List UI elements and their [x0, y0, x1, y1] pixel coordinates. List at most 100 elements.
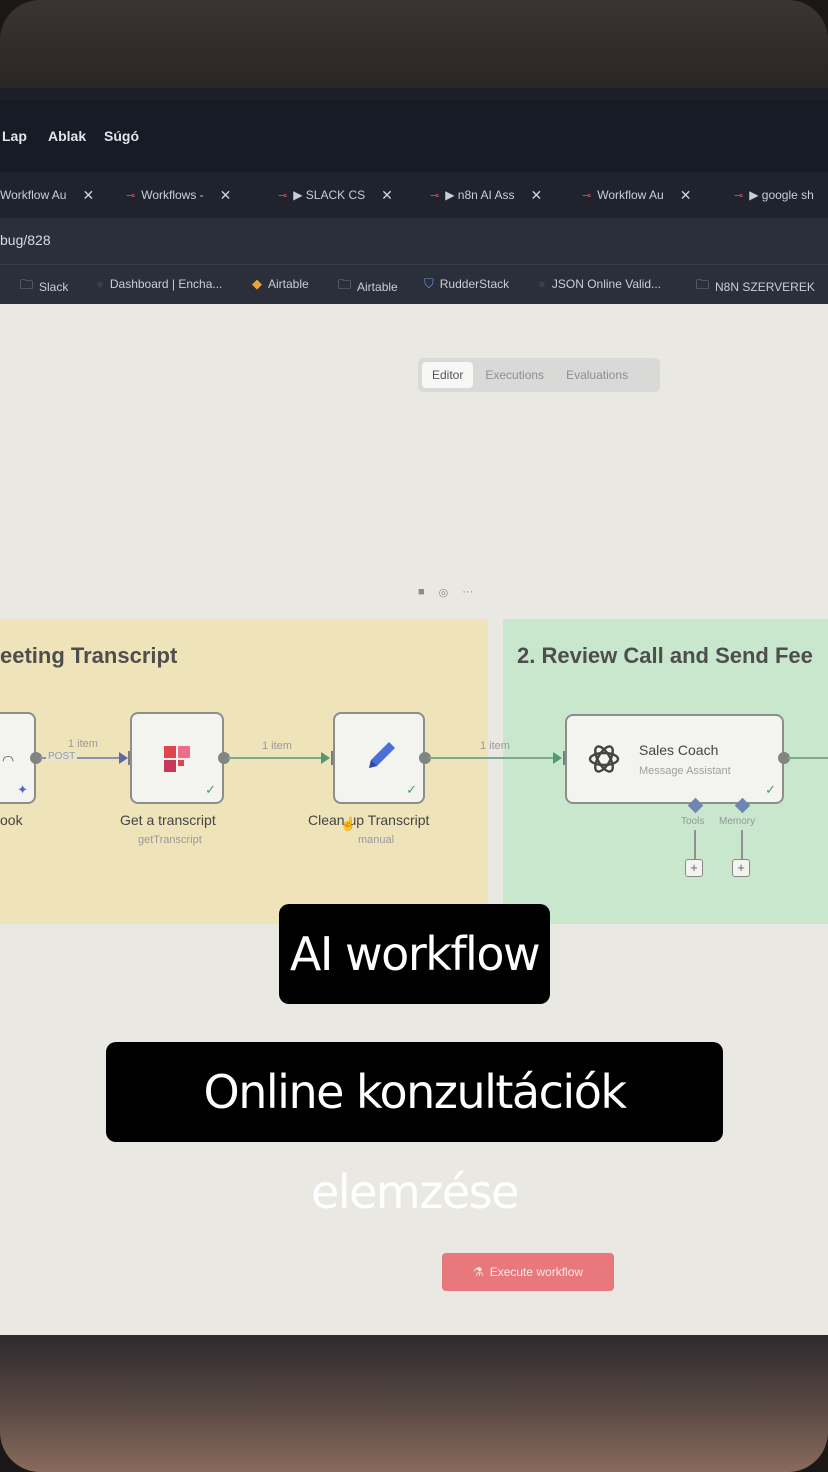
- output-handle[interactable]: [30, 752, 42, 764]
- tab-label: ▶ n8n AI Ass: [445, 188, 515, 202]
- sticky-title: eeting Transcript: [0, 643, 178, 668]
- connection-line: [429, 757, 557, 759]
- node-subtitle: Message Assistant: [639, 765, 731, 777]
- arrow-head: [119, 752, 128, 764]
- node-label: Get a transcript: [120, 812, 216, 828]
- browser-tab[interactable]: ⊸ Workflow Au ✕: [582, 182, 691, 208]
- airtable-icon: ◆: [252, 276, 262, 291]
- globe-icon: ●: [538, 276, 546, 291]
- bookmark-item[interactable]: 🗀 Slack: [20, 276, 68, 298]
- folder-icon: 🗀: [20, 277, 34, 292]
- url-text: bug/828: [0, 232, 51, 248]
- n8n-icon: ⊸: [734, 189, 744, 202]
- browser-tab[interactable]: ⊸ ▶ google sh: [734, 182, 814, 208]
- close-icon[interactable]: ✕: [530, 186, 543, 203]
- connection-item-count: 1 item: [480, 740, 510, 752]
- connection-line: [40, 757, 126, 759]
- node-subtitle: manual: [358, 834, 395, 846]
- bookmark-item[interactable]: ● JSON Online Valid...: [538, 276, 661, 291]
- bookmark-item[interactable]: ◆ Airtable: [252, 276, 309, 292]
- sticky-toolbar: ■ ◎ ···: [418, 586, 473, 599]
- memory-label: Memory: [719, 816, 756, 827]
- port-line: [741, 830, 743, 860]
- node-label: Clean up Transcript: [308, 812, 430, 828]
- bookmark-label: N8N SZERVEREK: [715, 280, 815, 294]
- bookmark-label: Slack: [39, 280, 69, 294]
- bookmark-item[interactable]: 🗀 Airtable: [338, 276, 398, 298]
- connection-line: [228, 757, 326, 759]
- arrow-head: [553, 752, 562, 764]
- tools-label: Tools: [681, 816, 705, 827]
- connection-line: [788, 757, 828, 759]
- fireflies-icon: [164, 746, 190, 772]
- add-tool-button[interactable]: +: [685, 859, 703, 877]
- tab-label: ▶ google sh: [749, 188, 814, 202]
- cursor-hand-icon: ☝: [340, 816, 357, 831]
- menu-item-lap[interactable]: Lap: [2, 128, 27, 144]
- tab-editor[interactable]: Editor: [422, 362, 474, 388]
- tab-executions[interactable]: Executions: [485, 368, 545, 382]
- menu-item-sugo[interactable]: Súgó: [104, 128, 139, 144]
- connection-item-count: 1 item: [68, 738, 98, 750]
- n8n-icon: ⊸: [126, 189, 136, 202]
- arrow-head: [321, 752, 330, 764]
- bookmark-label: Airtable: [357, 280, 398, 294]
- cleanup-transcript-node[interactable]: ✓: [333, 712, 425, 804]
- bookmark-label: RudderStack: [439, 277, 510, 291]
- node-label: Sales Coach: [639, 742, 719, 758]
- execute-workflow-button[interactable]: ⚗ Execute workflow: [442, 1253, 614, 1291]
- browser-tab[interactable]: ⊸ ▶ n8n AI Ass ✕: [430, 182, 542, 208]
- sticky-title: 2. Review Call and Send Fee: [517, 643, 813, 668]
- flask-icon: ⚗: [472, 1265, 484, 1279]
- node-subtitle: getTranscript: [138, 834, 202, 846]
- close-icon[interactable]: ✕: [381, 186, 393, 203]
- browser-tab[interactable]: ⊸ ▶ SLACK CS ✕: [278, 182, 393, 208]
- browser-tab[interactable]: ⊸ Workflows - ✕: [126, 182, 231, 208]
- monitor-bezel: [0, 88, 828, 100]
- node-label: ook: [0, 812, 23, 828]
- webhook-icon: ◠: [2, 752, 15, 768]
- menu-item-ablak[interactable]: Ablak: [48, 128, 87, 144]
- view-switcher: Editor Executions Evaluations: [418, 358, 660, 392]
- browser-tab[interactable]: Workflow Au ✕: [0, 182, 94, 208]
- openai-icon: [588, 745, 620, 773]
- connection-item-count: 1 item: [262, 740, 292, 752]
- tab-label: Workflow Au: [0, 188, 67, 202]
- caption-title: AI workflow: [279, 904, 550, 1004]
- sales-coach-node[interactable]: Sales Coach Message Assistant ✓: [565, 714, 784, 804]
- get-transcript-node[interactable]: ✓: [130, 712, 224, 804]
- trash-icon[interactable]: ■: [418, 586, 425, 598]
- menubar: Lap Ablak Súgó: [0, 100, 828, 172]
- palette-icon[interactable]: ◎: [438, 587, 449, 599]
- shield-icon: ⛉: [424, 276, 434, 291]
- execute-label: Execute workflow: [489, 1265, 584, 1279]
- caption-subtitle: Online konzultációk elemzése: [106, 1042, 723, 1219]
- close-icon[interactable]: ✕: [82, 186, 95, 203]
- folder-icon: 🗀: [338, 277, 352, 292]
- success-check-icon: ✓: [205, 782, 216, 797]
- output-handle[interactable]: [218, 752, 230, 764]
- n8n-icon: ⊸: [582, 189, 592, 202]
- globe-icon: ●: [96, 276, 104, 291]
- tab-label: ▶ SLACK CS: [293, 188, 366, 202]
- bookmark-item[interactable]: 🗀 N8N SZERVEREK: [696, 276, 815, 298]
- n8n-icon: ⊸: [278, 189, 288, 202]
- output-handle[interactable]: [778, 752, 790, 764]
- add-memory-button[interactable]: +: [732, 859, 750, 877]
- more-icon[interactable]: ···: [462, 586, 474, 598]
- close-icon[interactable]: ✕: [219, 186, 232, 203]
- bookmark-label: JSON Online Valid...: [551, 276, 662, 291]
- address-bar[interactable]: bug/828: [0, 218, 828, 264]
- workflow-canvas[interactable]: Editor Executions Evaluations ■ ◎ ··· ee…: [0, 304, 828, 1335]
- bookmark-item[interactable]: ● Dashboard | Encha...: [96, 276, 222, 291]
- desk-background: [0, 1335, 828, 1472]
- bookmark-item[interactable]: ⛉ RudderStack: [424, 276, 509, 292]
- tab-label: Workflow Au: [597, 188, 664, 202]
- pin-icon: ✦: [17, 782, 28, 797]
- tab-evaluations[interactable]: Evaluations: [566, 368, 629, 382]
- close-icon[interactable]: ✕: [679, 186, 692, 203]
- bookmarks-bar: 🗀 Slack ● Dashboard | Encha... ◆ Airtabl…: [0, 264, 828, 304]
- output-handle[interactable]: [419, 752, 431, 764]
- success-check-icon: ✓: [406, 782, 417, 797]
- folder-icon: 🗀: [696, 277, 710, 292]
